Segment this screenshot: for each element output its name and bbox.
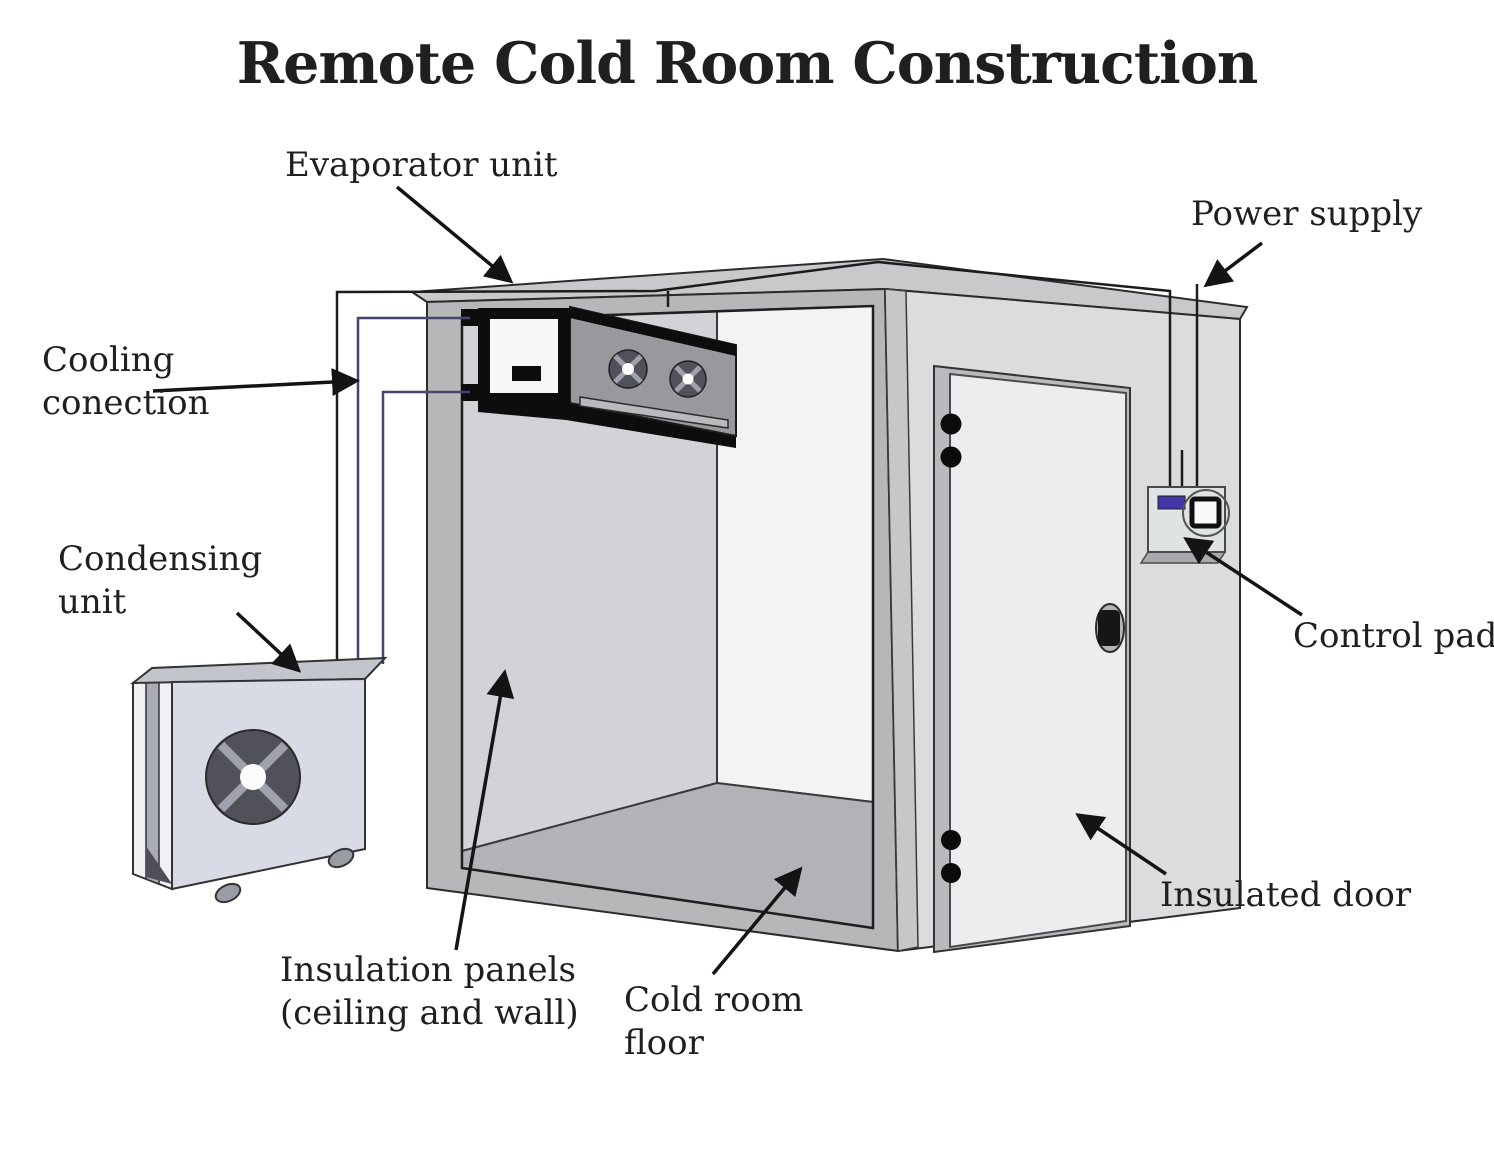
control-pad-display — [1157, 495, 1186, 510]
arrow-insulated-door — [1075, 813, 1167, 876]
condensing-side-shadow — [146, 846, 172, 884]
label-condensing-unit: Condensing unit — [58, 538, 262, 624]
evaporator-vent-strip — [579, 396, 729, 429]
door-hinge — [941, 830, 961, 850]
wire-cooling-a — [356, 316, 470, 672]
evaporator-underside — [478, 403, 736, 448]
label-power-supply: Power supply — [1191, 193, 1422, 236]
control-pad-button — [1189, 496, 1222, 529]
cold-room — [409, 257, 1249, 954]
arrow-control-pad — [1183, 537, 1303, 617]
control-pad — [1139, 486, 1230, 564]
condensing-foot — [327, 847, 355, 869]
door-hinge — [941, 863, 961, 883]
label-cooling-connection: Cooling conection — [42, 339, 209, 425]
insulated-door — [933, 364, 1131, 954]
condensing-foot — [214, 882, 242, 904]
label-line: floor — [624, 1023, 704, 1063]
label-line: Evaporator unit — [285, 145, 558, 185]
evaporator-fan-icon — [608, 349, 648, 389]
evaporator-unit — [461, 305, 737, 448]
label-line: Condensing — [58, 539, 263, 579]
door-handle — [1095, 603, 1125, 653]
label-line: Control pad — [1293, 616, 1494, 656]
evaporator-control-box-face — [490, 319, 558, 393]
label-line: conection — [42, 383, 210, 423]
evaporator-fan-icon — [669, 360, 707, 398]
wiring — [335, 260, 1199, 672]
control-pad-dial — [1182, 489, 1230, 537]
label-control-pad: Control pad — [1293, 615, 1494, 658]
label-evaporator-unit: Evaporator unit — [285, 144, 558, 187]
diagram-title: Remote Cold Room Construction — [236, 30, 1259, 97]
label-line: Cold room — [624, 980, 804, 1020]
label-cold-room-floor: Cold room floor — [624, 979, 803, 1065]
label-line: Insulation panels — [280, 950, 576, 990]
evaporator-top-band — [570, 307, 736, 356]
opening-outline — [460, 304, 875, 930]
label-line: (ceiling and wall) — [280, 993, 579, 1033]
label-insulated-door: Insulated door — [1160, 874, 1411, 917]
arrow-power-supply — [1203, 241, 1264, 288]
arrow-evaporator — [395, 185, 514, 284]
label-line: Insulated door — [1160, 875, 1412, 915]
door-hinge — [940, 446, 962, 468]
label-insulation-panels: Insulation panels (ceiling and wall) — [280, 949, 579, 1035]
condensing-fan-icon — [205, 729, 301, 825]
arrow-condensing-unit — [235, 611, 302, 673]
door-hinge — [940, 413, 962, 435]
door-panel — [949, 372, 1127, 949]
wire-power-loop — [335, 260, 1172, 672]
arrow-cooling-connection — [152, 368, 360, 397]
interior-back-wall — [716, 304, 874, 804]
annotation-arrows — [152, 185, 1303, 976]
arrow-cold-room-floor — [711, 866, 803, 976]
evaporator-display-slot — [512, 366, 541, 381]
label-line: unit — [58, 582, 127, 622]
arrow-insulation-panels — [454, 669, 515, 951]
corner-strip — [884, 288, 919, 952]
condensing-unit — [130, 656, 388, 904]
wire-cooling-b — [381, 390, 470, 664]
label-line: Cooling — [42, 340, 175, 380]
label-line: Power supply — [1191, 194, 1423, 234]
